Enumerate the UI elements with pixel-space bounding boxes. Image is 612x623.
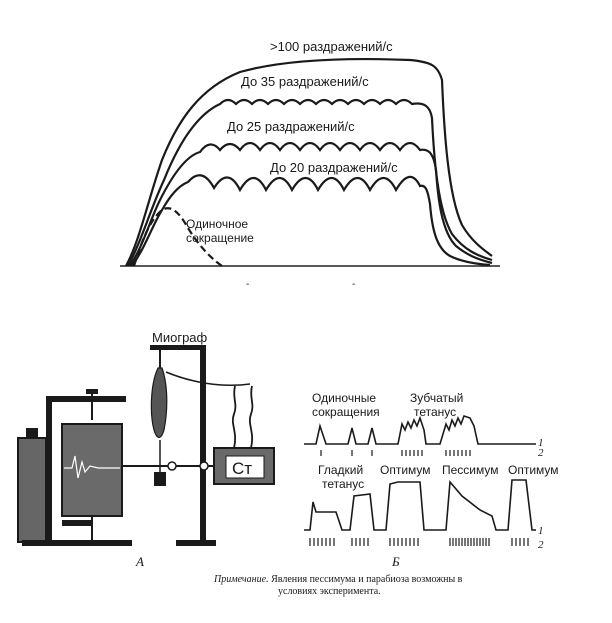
- panel-letter-b: Б: [391, 554, 400, 569]
- label-pessimum: Пессимум: [442, 463, 499, 477]
- apparatus-diagram: Миограф Ст: [17, 330, 275, 569]
- label-smooth-1: Гладкий: [318, 463, 363, 477]
- panel-letter-a: А: [135, 554, 144, 569]
- footnote-prefix: Примечание.: [213, 574, 269, 585]
- label-dentate-2: тетанус: [414, 405, 456, 419]
- apparatus-base: [22, 540, 132, 546]
- stimulator-label: Ст: [232, 459, 252, 478]
- drum-trace: [64, 455, 120, 479]
- row1-index-1: 1: [538, 437, 544, 449]
- label-optimum-2: Оптимум: [508, 463, 559, 477]
- footnote-text-1: Явления пессимума и парабиоза возможны в: [269, 574, 463, 585]
- lever: [165, 371, 251, 386]
- label-dentate-1: Зубчатый: [410, 391, 463, 405]
- label-smooth-2: тетанус: [322, 477, 364, 491]
- curve-25hz: [129, 141, 493, 267]
- weight: [154, 472, 166, 486]
- trace-row1: [304, 414, 536, 445]
- curve-35hz: [127, 98, 493, 267]
- stim-marks-row1: [320, 450, 471, 456]
- kymograph-top: [46, 396, 126, 402]
- curve-20hz: [131, 174, 491, 267]
- myograph-label: Миограф: [152, 330, 208, 345]
- label-single-2: сокращения: [312, 405, 380, 419]
- motor-box: [17, 437, 47, 543]
- label-single-twitch-1: Одиночное: [186, 217, 248, 231]
- axis-mark-2: -: [352, 279, 355, 290]
- kymograph-drum: [61, 423, 123, 517]
- stim-marks-row2: [309, 538, 529, 546]
- label-20hz: До 20 раздражений/с: [270, 160, 398, 175]
- footnote-line2: условиях эксперимента.: [278, 586, 381, 597]
- label-single-twitch-2: сокращение: [186, 231, 254, 245]
- summation-chart: >100 раздражений/с До 35 раздражений/с Д…: [120, 39, 500, 290]
- footnote: Примечание. Явления пессимума и парабиоз…: [213, 574, 463, 597]
- row1-index-2: 2: [538, 447, 544, 459]
- curve-single-twitch: [132, 207, 223, 267]
- stand-arm: [150, 345, 206, 350]
- label-single-1: Одиночные: [312, 391, 376, 405]
- row2-index-1: 1: [538, 525, 544, 537]
- trace-row2: [304, 479, 536, 531]
- muscle: [150, 367, 168, 439]
- footnote-line1: Примечание. Явления пессимума и парабиоз…: [213, 574, 463, 585]
- axis-mark-1: -: [246, 279, 249, 290]
- row2-index-2: 2: [538, 539, 544, 551]
- kymograph-post: [46, 396, 52, 542]
- label-over-100: >100 раздражений/с: [270, 39, 393, 54]
- curve-over-100: [125, 57, 493, 267]
- label-25hz: До 25 раздражений/с: [227, 119, 355, 134]
- label-optimum-1: Оптимум: [380, 463, 431, 477]
- label-35hz: До 35 раздражений/с: [241, 74, 369, 89]
- recordings-panel: Одиночные сокращения Зубчатый тетанус 1 …: [304, 391, 559, 569]
- stand-base: [176, 540, 216, 546]
- stand-pole: [200, 345, 206, 545]
